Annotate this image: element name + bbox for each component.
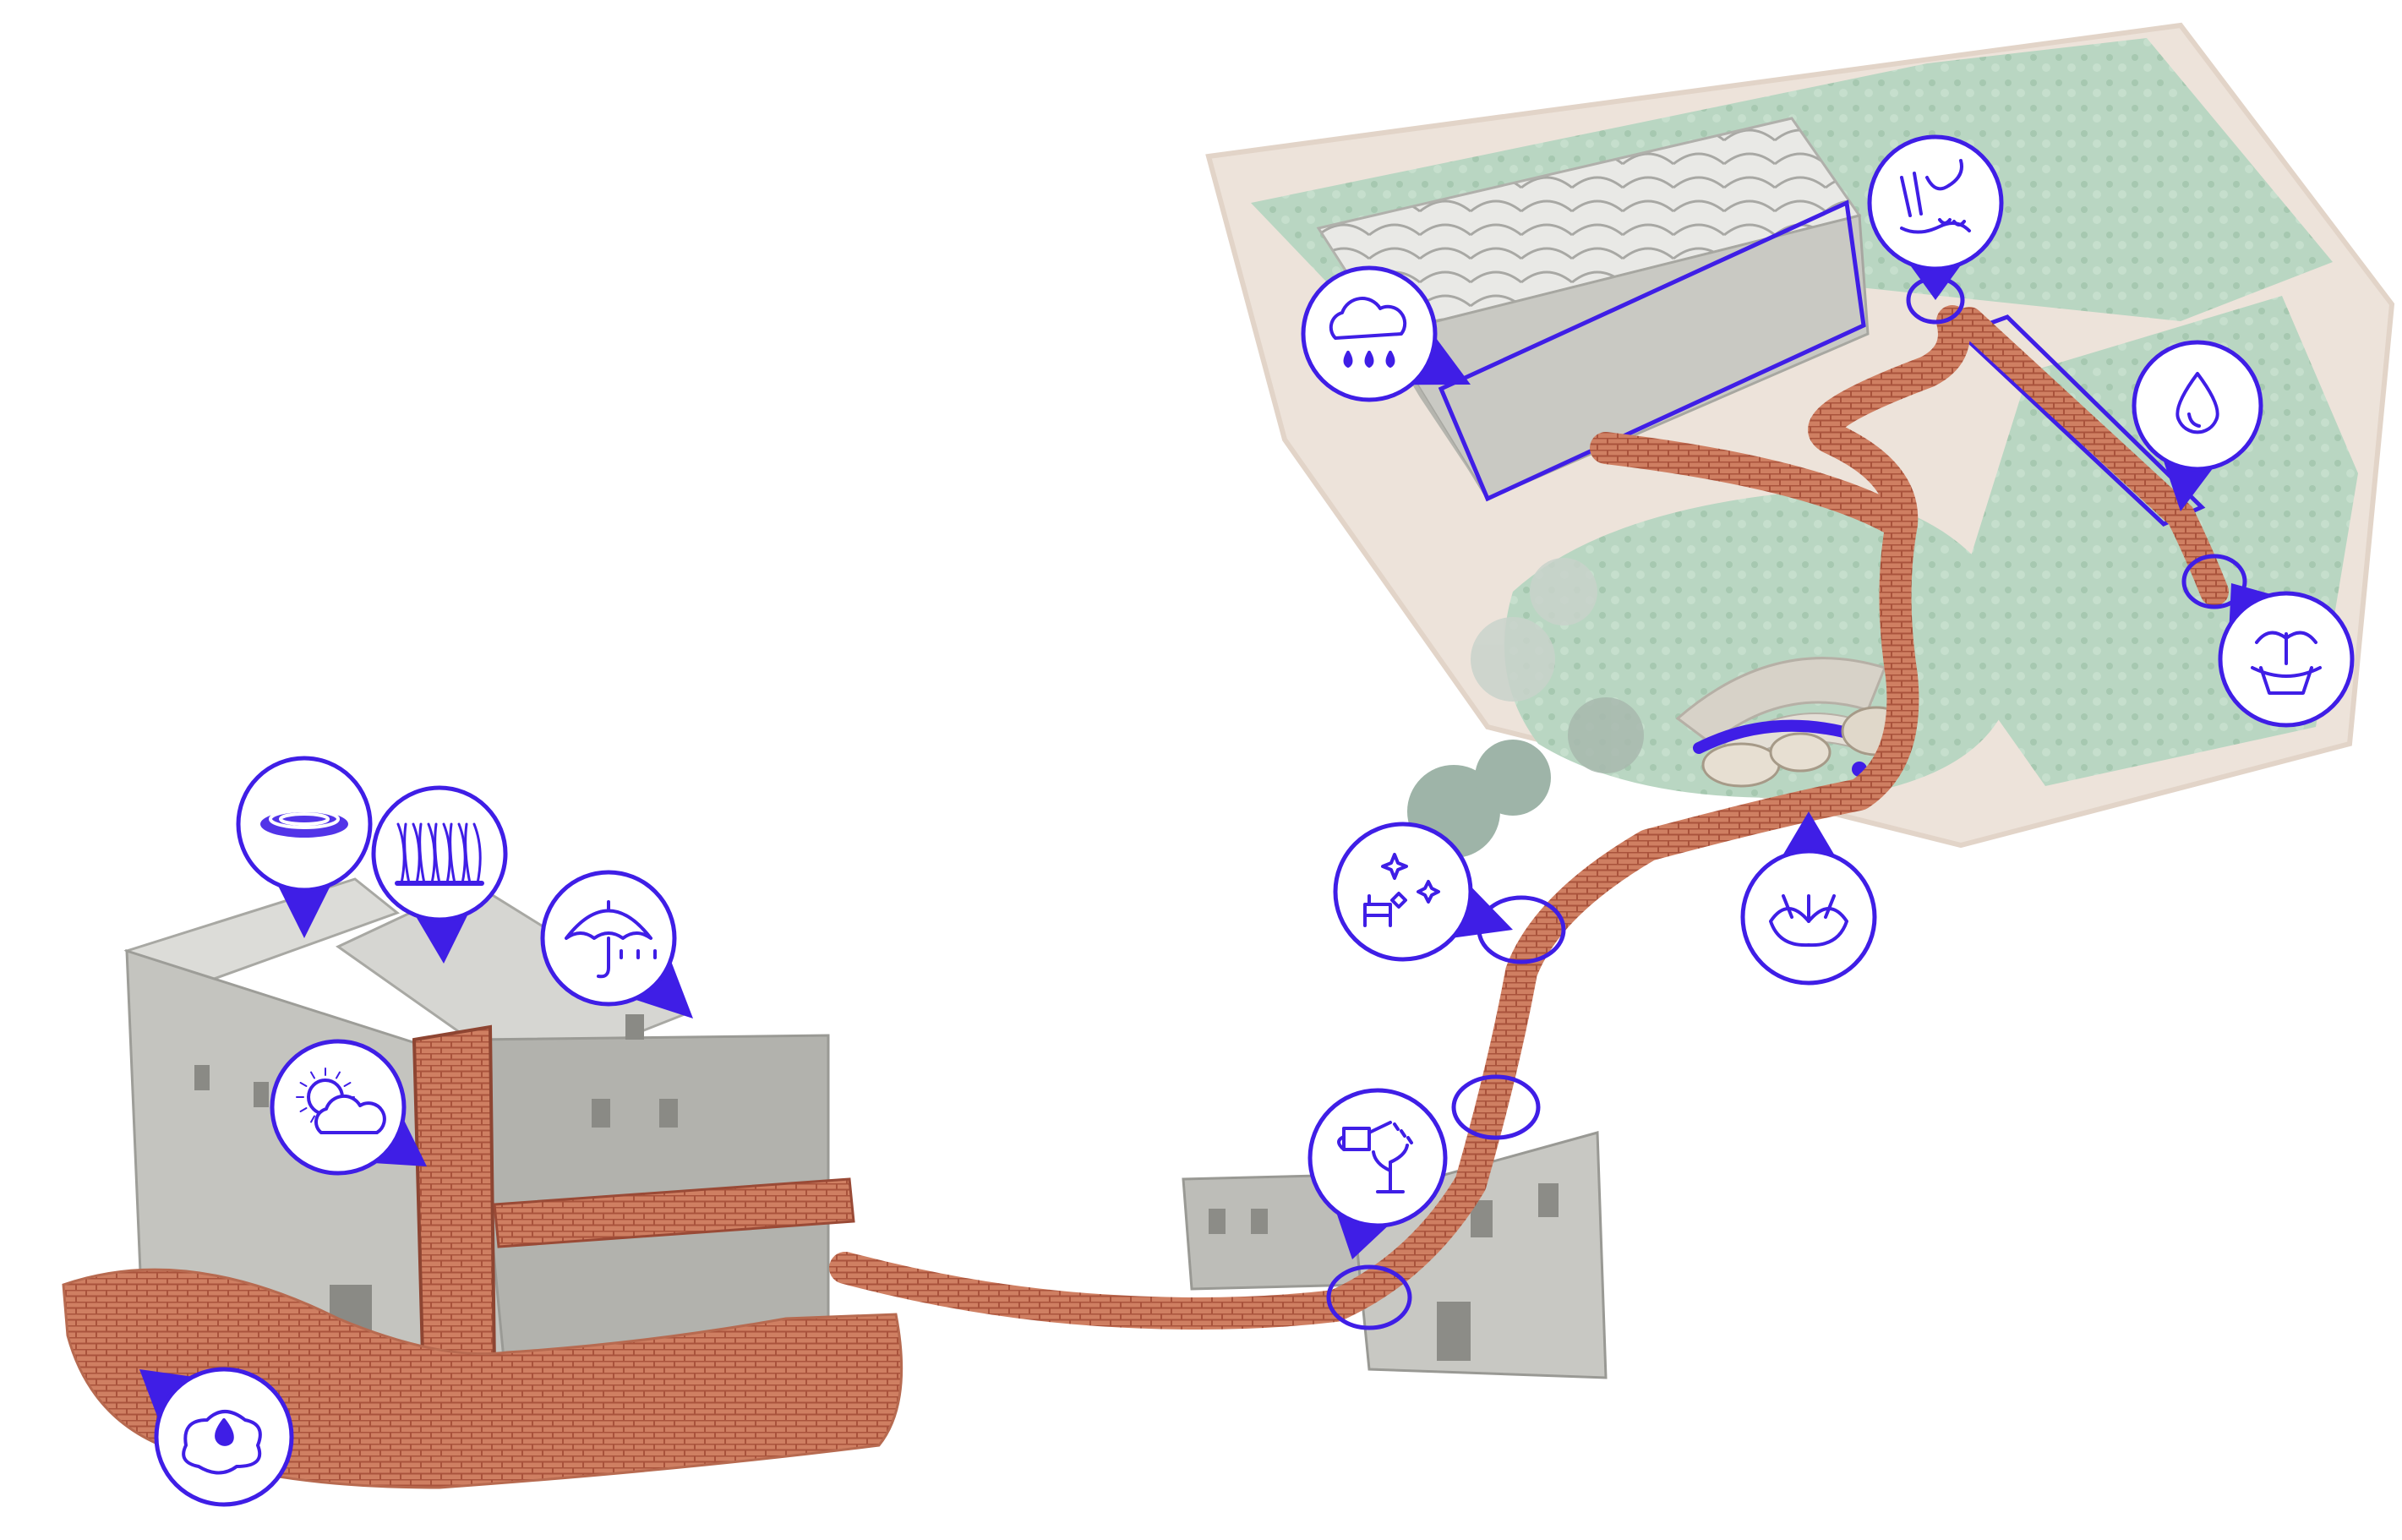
reeds-badge (374, 788, 505, 920)
water-drop-badge (2134, 342, 2261, 469)
rain-cloud-badge (1303, 268, 1435, 400)
water-tap-badge (1870, 137, 2001, 269)
watering-can-badge (1310, 1090, 1445, 1226)
brick-tower (414, 1027, 494, 1369)
water-lily-marker[interactable] (1743, 811, 1875, 983)
sparkle-seat-badge (1335, 824, 1471, 959)
pond-basin-icon (260, 811, 348, 838)
puddle-marker[interactable] (139, 1369, 292, 1505)
